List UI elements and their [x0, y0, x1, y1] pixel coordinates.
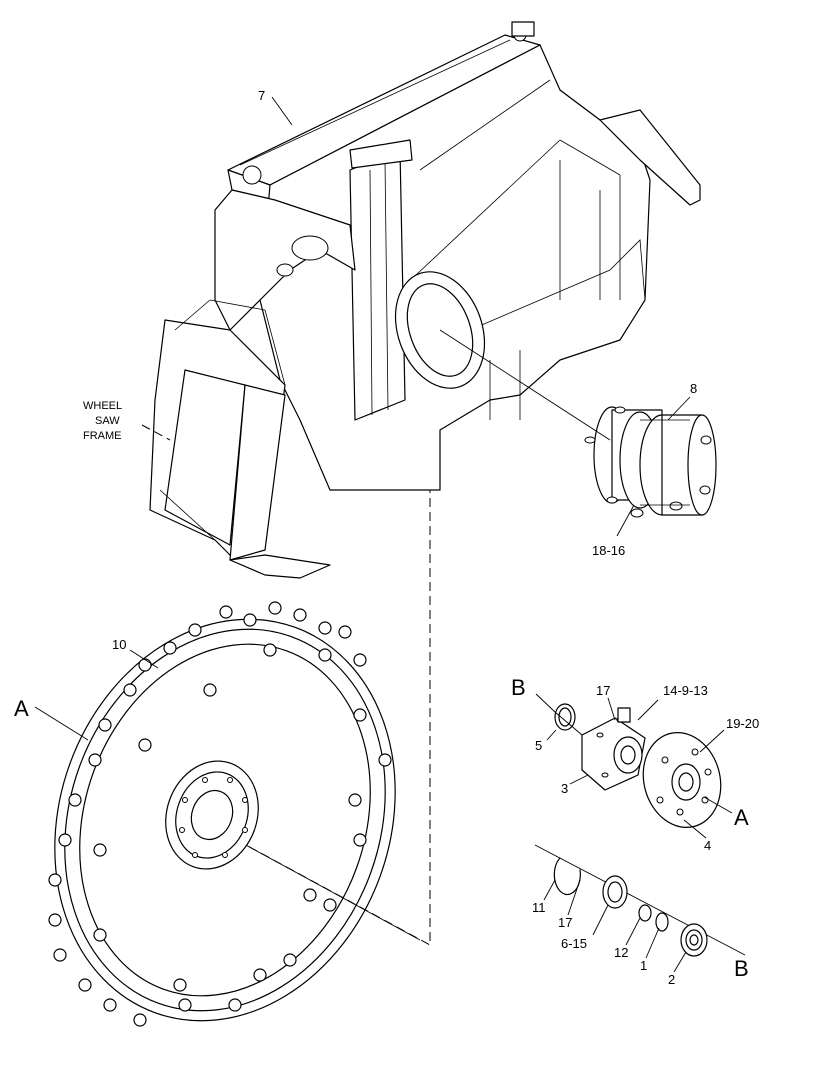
ref-b-bottom: B — [734, 956, 749, 981]
callout-8: 8 — [690, 381, 697, 396]
saw-wheel — [48, 601, 396, 1027]
callout-14-9-13: 14-9-13 — [663, 683, 708, 698]
leader-lines — [34, 96, 733, 973]
callout-10: 10 — [112, 637, 126, 652]
callout-hub-17: 17 — [596, 683, 610, 698]
callout-labels: 7 8 18-16 10 WHEEL SAW FRAME A B 17 14-9… — [14, 88, 759, 987]
callout-4: 4 — [704, 838, 711, 853]
callout-5: 5 — [535, 738, 542, 753]
frame-label-line-3: FRAME — [83, 430, 122, 442]
ref-a-hub: A — [734, 805, 749, 830]
ref-b-top: B — [511, 675, 526, 700]
callout-11: 11 — [532, 900, 546, 915]
ref-a-wheel: A — [14, 696, 29, 721]
callout-3: 3 — [561, 781, 568, 796]
callout-7: 7 — [258, 88, 265, 103]
frame-label-line-1: WHEEL — [83, 400, 122, 412]
callout-2: 2 — [668, 972, 675, 987]
hub-assembly — [554, 703, 722, 828]
seal-bearing-stack — [534, 844, 746, 957]
callout-12: 12 — [614, 945, 628, 960]
callout-19-20: 19-20 — [726, 716, 759, 731]
callout-18-16: 18-16 — [592, 543, 625, 558]
callout-seal-17: 17 — [558, 915, 572, 930]
frame-label-line-2: SAW — [95, 415, 120, 427]
callout-6-15: 6-15 — [561, 936, 587, 951]
callout-1: 1 — [640, 958, 647, 973]
saw-teeth — [48, 601, 392, 1027]
hydraulic-motor — [584, 406, 717, 518]
